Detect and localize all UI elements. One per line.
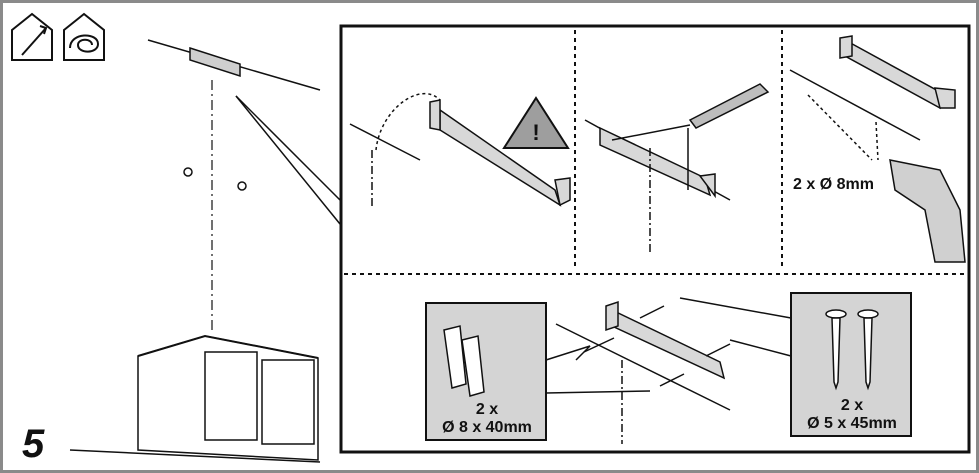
bracket-installation — [545, 297, 792, 444]
panel-drill-holes — [789, 35, 966, 263]
screws-quantity-label: 2 x — [840, 397, 864, 414]
indoor-installation-icon — [11, 12, 53, 61]
panel-bracket-position — [349, 93, 571, 207]
plug-callout — [425, 302, 547, 441]
screw-callout — [790, 292, 912, 437]
wall-plug-icon — [443, 325, 485, 397]
plugs-quantity-label: 2 x — [475, 401, 499, 418]
step-number: 5 — [22, 422, 45, 466]
screws-size-label: Ø 5 x 45mm — [807, 415, 897, 432]
wall-scene — [69, 39, 341, 463]
recirculation-mode-icon — [63, 12, 105, 61]
svg-text:!: ! — [532, 120, 539, 145]
plugs-size-label: Ø 8 x 40mm — [442, 419, 532, 436]
panel-mark-holes — [584, 83, 770, 255]
drill-size-label: 2 x Ø 8mm — [793, 176, 874, 193]
warning-icon: ! — [502, 96, 570, 149]
screw-icon — [825, 309, 879, 391]
